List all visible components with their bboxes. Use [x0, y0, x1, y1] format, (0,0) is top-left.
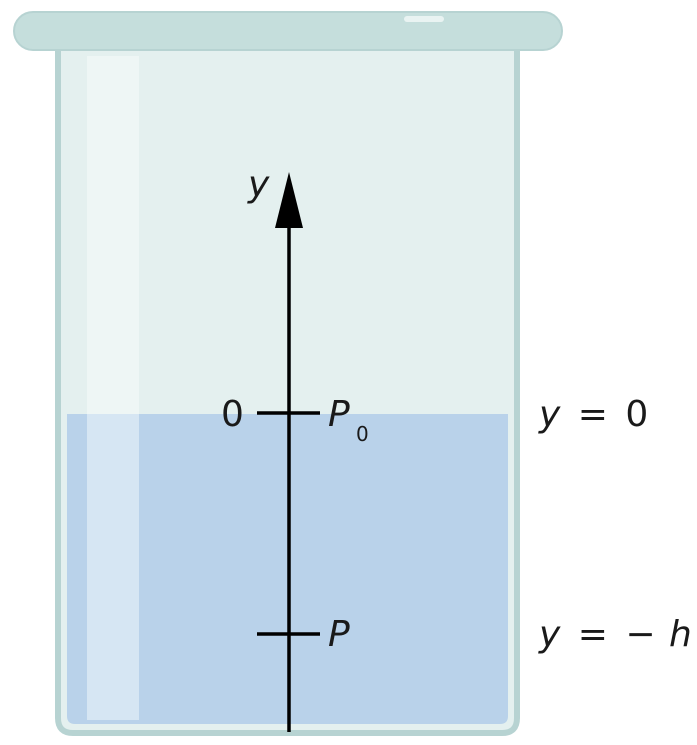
surface-equation: y = 0 — [538, 394, 648, 435]
point-labels: P 0 P — [328, 394, 369, 655]
depth-equation: y = − h — [538, 614, 692, 655]
glass-highlight-upper — [87, 56, 139, 414]
surface-eq-equals: = — [578, 394, 608, 435]
p0-label: P — [328, 394, 350, 435]
y-axis-label: y — [247, 164, 270, 205]
y-axis-arrowhead — [275, 172, 303, 228]
p0-subscript: 0 — [356, 422, 369, 446]
p-label: P — [328, 614, 350, 655]
p0-symbol: P — [328, 394, 350, 435]
rim-highlight — [404, 16, 444, 22]
surface-eq-value: 0 — [625, 394, 648, 435]
surface-eq-var: y — [538, 394, 561, 435]
zero-tick-label: 0 — [221, 394, 244, 435]
beaker-rim — [13, 11, 563, 51]
level-equations: y = 0 y = − h — [538, 394, 692, 655]
glass-highlight-lower — [87, 414, 139, 720]
depth-eq-var: y — [538, 614, 561, 655]
depth-eq-equals: = — [578, 614, 608, 655]
y-axis: y 0 — [221, 164, 320, 732]
depth-eq-minus: − — [625, 614, 655, 655]
depth-eq-value: h — [669, 614, 692, 655]
